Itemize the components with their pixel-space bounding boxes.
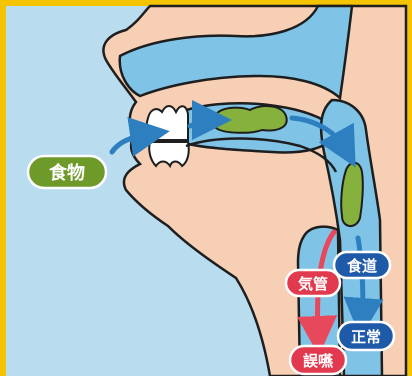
label-normal: 正常 <box>338 322 394 350</box>
label-food: 食物 <box>28 156 106 188</box>
upper-teeth <box>147 106 188 140</box>
label-aspiration: 誤嚥 <box>290 346 346 374</box>
svg-text:食物: 食物 <box>48 162 85 184</box>
svg-text:気管: 気管 <box>298 275 328 293</box>
label-trachea: 気管 <box>286 270 340 296</box>
food-bolus-pharynx <box>341 163 363 226</box>
svg-text:食道: 食道 <box>347 257 377 275</box>
label-esophagus: 食道 <box>334 252 390 278</box>
svg-text:誤嚥: 誤嚥 <box>303 352 333 370</box>
lower-teeth <box>149 142 189 166</box>
svg-text:正常: 正常 <box>351 328 381 346</box>
food-bolus-mouth <box>213 106 287 133</box>
